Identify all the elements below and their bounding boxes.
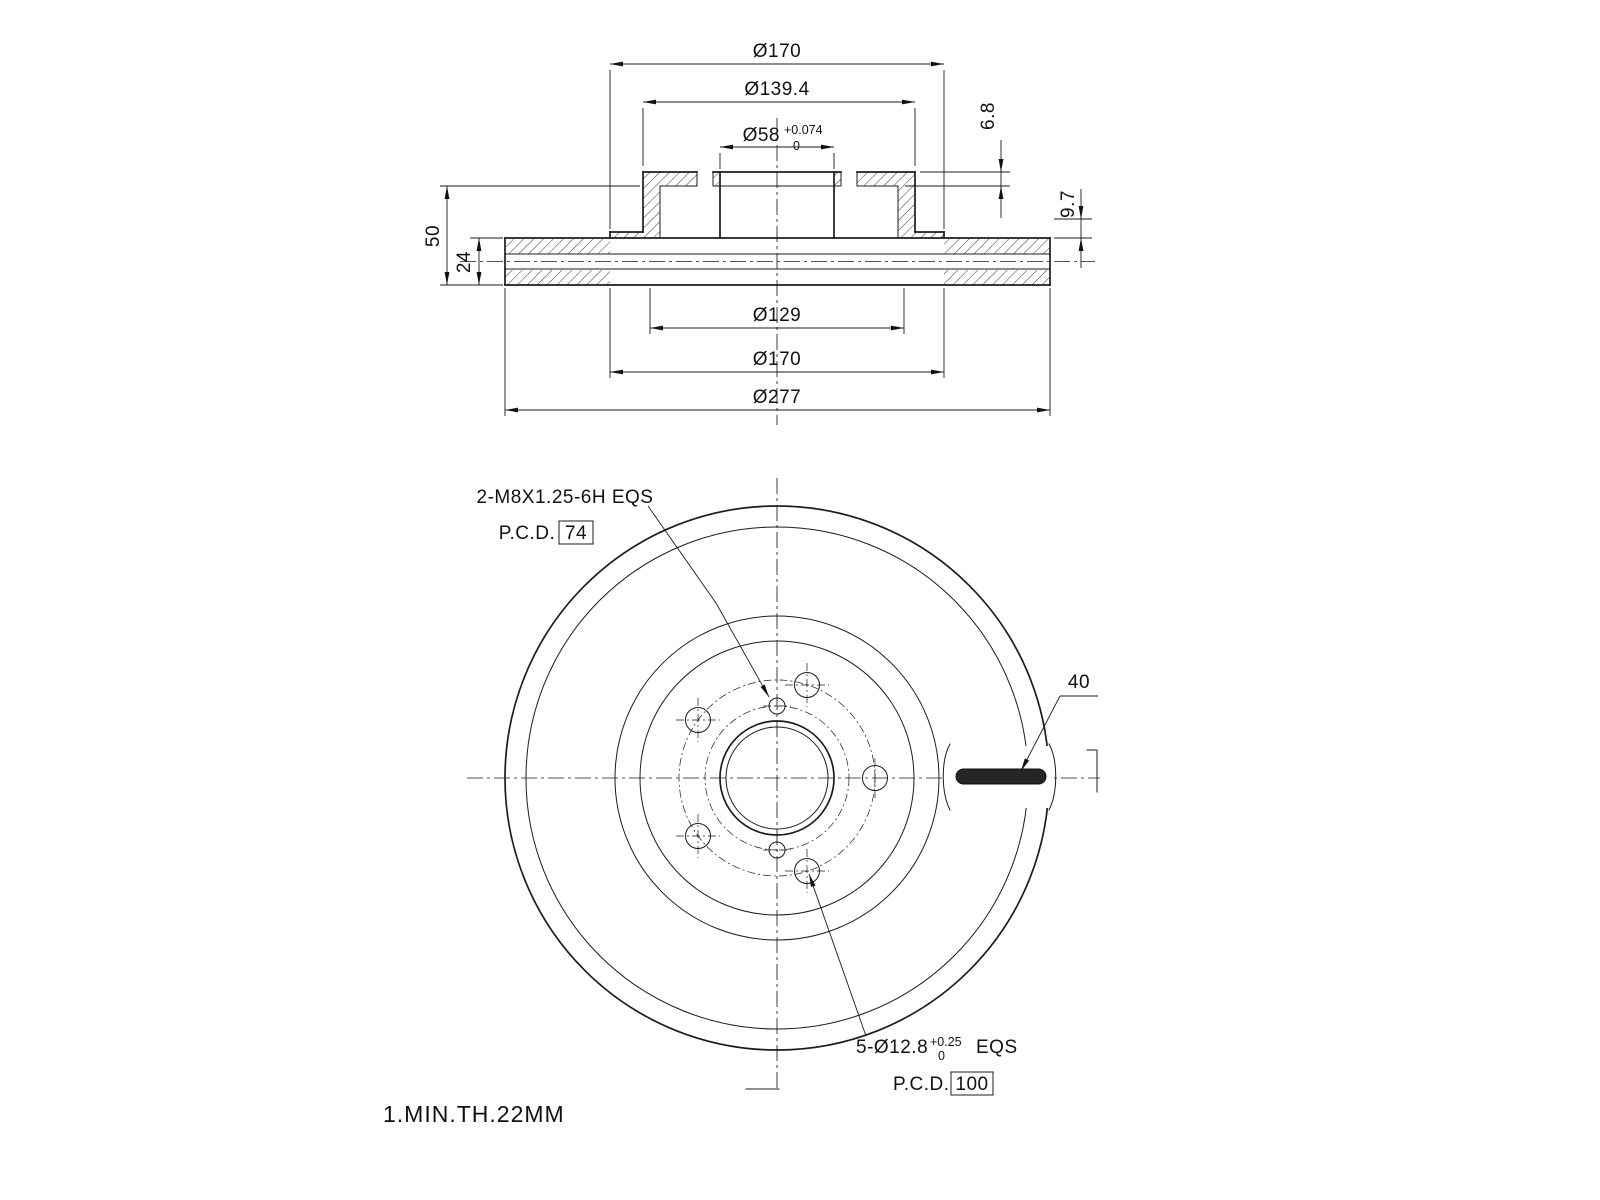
dim-edge-offset-label: 9.7 (1058, 190, 1079, 218)
hatch-flange-mid-right (834, 172, 841, 186)
center-bore-chamfer-circle (725, 726, 829, 830)
break-line-left (942, 743, 951, 811)
min-thickness-note: 1.MIN.TH.22MM (383, 1101, 565, 1127)
hatch-right-top-plate (944, 239, 1050, 254)
dim-center-bore-label: Ø58 (743, 125, 780, 146)
thread-callout-label: 2-M8X1.25-6H EQS (477, 487, 654, 508)
dim-center-bore (719, 144, 835, 169)
dim-hub-outer-bottom-label: Ø170 (753, 349, 801, 370)
hatch-flange-mid-left (713, 172, 720, 186)
balance-slot (955, 768, 1047, 785)
dim-step-height-label: 6.8 (978, 102, 999, 130)
braking-band-inner-circle (614, 615, 940, 941)
section-view: Ø170 Ø139.4 Ø58 +0.074 0 6.8 (423, 41, 1095, 425)
bolt-callout-tol-lower: 0 (938, 1049, 945, 1063)
pcd-100-box (950, 1071, 994, 1096)
dim-flange-diameter (642, 99, 916, 166)
front-view: 2-M8X1.25-6H EQS P.C.D. 74 40 5-Ø12.8 +0… (467, 478, 1100, 1096)
hatch-right-bottom-plate (944, 270, 1050, 285)
section-part-inner-lines (504, 171, 1051, 270)
bolt-callout-label: 5-Ø12.8 (856, 1037, 928, 1058)
dim-flange-diameter-label: Ø139.4 (744, 79, 809, 100)
axis-end-marks (745, 749, 1098, 1090)
center-bore-circle (719, 720, 835, 836)
thread-hole-top (768, 697, 786, 715)
pcd-74-label: P.C.D. (499, 523, 556, 544)
dim-disc-thickness (470, 237, 503, 286)
hub-circle (639, 640, 915, 916)
pcd-74-circle (704, 705, 850, 851)
dim-edge-offset (1054, 189, 1092, 268)
bolt-callout-suffix: EQS (976, 1037, 1018, 1058)
dim-overall-height-label: 50 (423, 225, 444, 247)
slot-width-label: 40 (1068, 672, 1090, 693)
pcd-100-value: 100 (955, 1074, 988, 1095)
section-part-outline (504, 171, 1051, 286)
dim-outer-diameter-label: Ø277 (753, 387, 801, 408)
dim-hub-outer-top (609, 61, 945, 229)
hatch-right-step (915, 232, 944, 238)
dim-outer-diameter (504, 288, 1051, 416)
hatch-flange-left (660, 172, 697, 186)
dim-center-bore-tol-upper: +0.074 (784, 123, 823, 137)
thread-hole-bottom (768, 841, 786, 859)
hatch-right-hub-wall (898, 172, 915, 238)
dim-hub-outer-bottom (609, 288, 945, 378)
bolt-callout-tol-upper: +0.25 (930, 1035, 962, 1049)
section-centerlines (460, 118, 1095, 425)
break-line-right (1048, 743, 1057, 811)
dim-hub-outer-top-label: Ø170 (753, 41, 801, 62)
dim-inner-diameter (649, 288, 905, 334)
section-hatching (505, 172, 1050, 285)
balance-slot-breakout (942, 743, 1057, 811)
pcd-74-box (558, 520, 594, 545)
thread-callout-leader (647, 505, 770, 698)
slot-width-leader (1020, 695, 1098, 772)
hatch-left-hub-wall (643, 172, 660, 238)
dim-inner-diameter-label: Ø129 (753, 305, 801, 326)
hatch-flange-right (857, 172, 898, 186)
bolt-callout-leader (808, 873, 867, 1037)
thread-holes (768, 697, 786, 859)
hatch-left-bottom-plate (505, 270, 610, 285)
dim-step-height (905, 140, 1010, 218)
hatch-left-top-plate (505, 239, 610, 254)
bolt-hole-centermarks (676, 663, 876, 893)
dim-center-bore-tol-lower: 0 (793, 139, 800, 153)
dim-disc-thickness-label: 24 (454, 251, 475, 273)
hatch-left-step (610, 232, 643, 238)
pcd-100-label: P.C.D. (893, 1074, 950, 1095)
pcd-74-value: 74 (565, 523, 587, 544)
